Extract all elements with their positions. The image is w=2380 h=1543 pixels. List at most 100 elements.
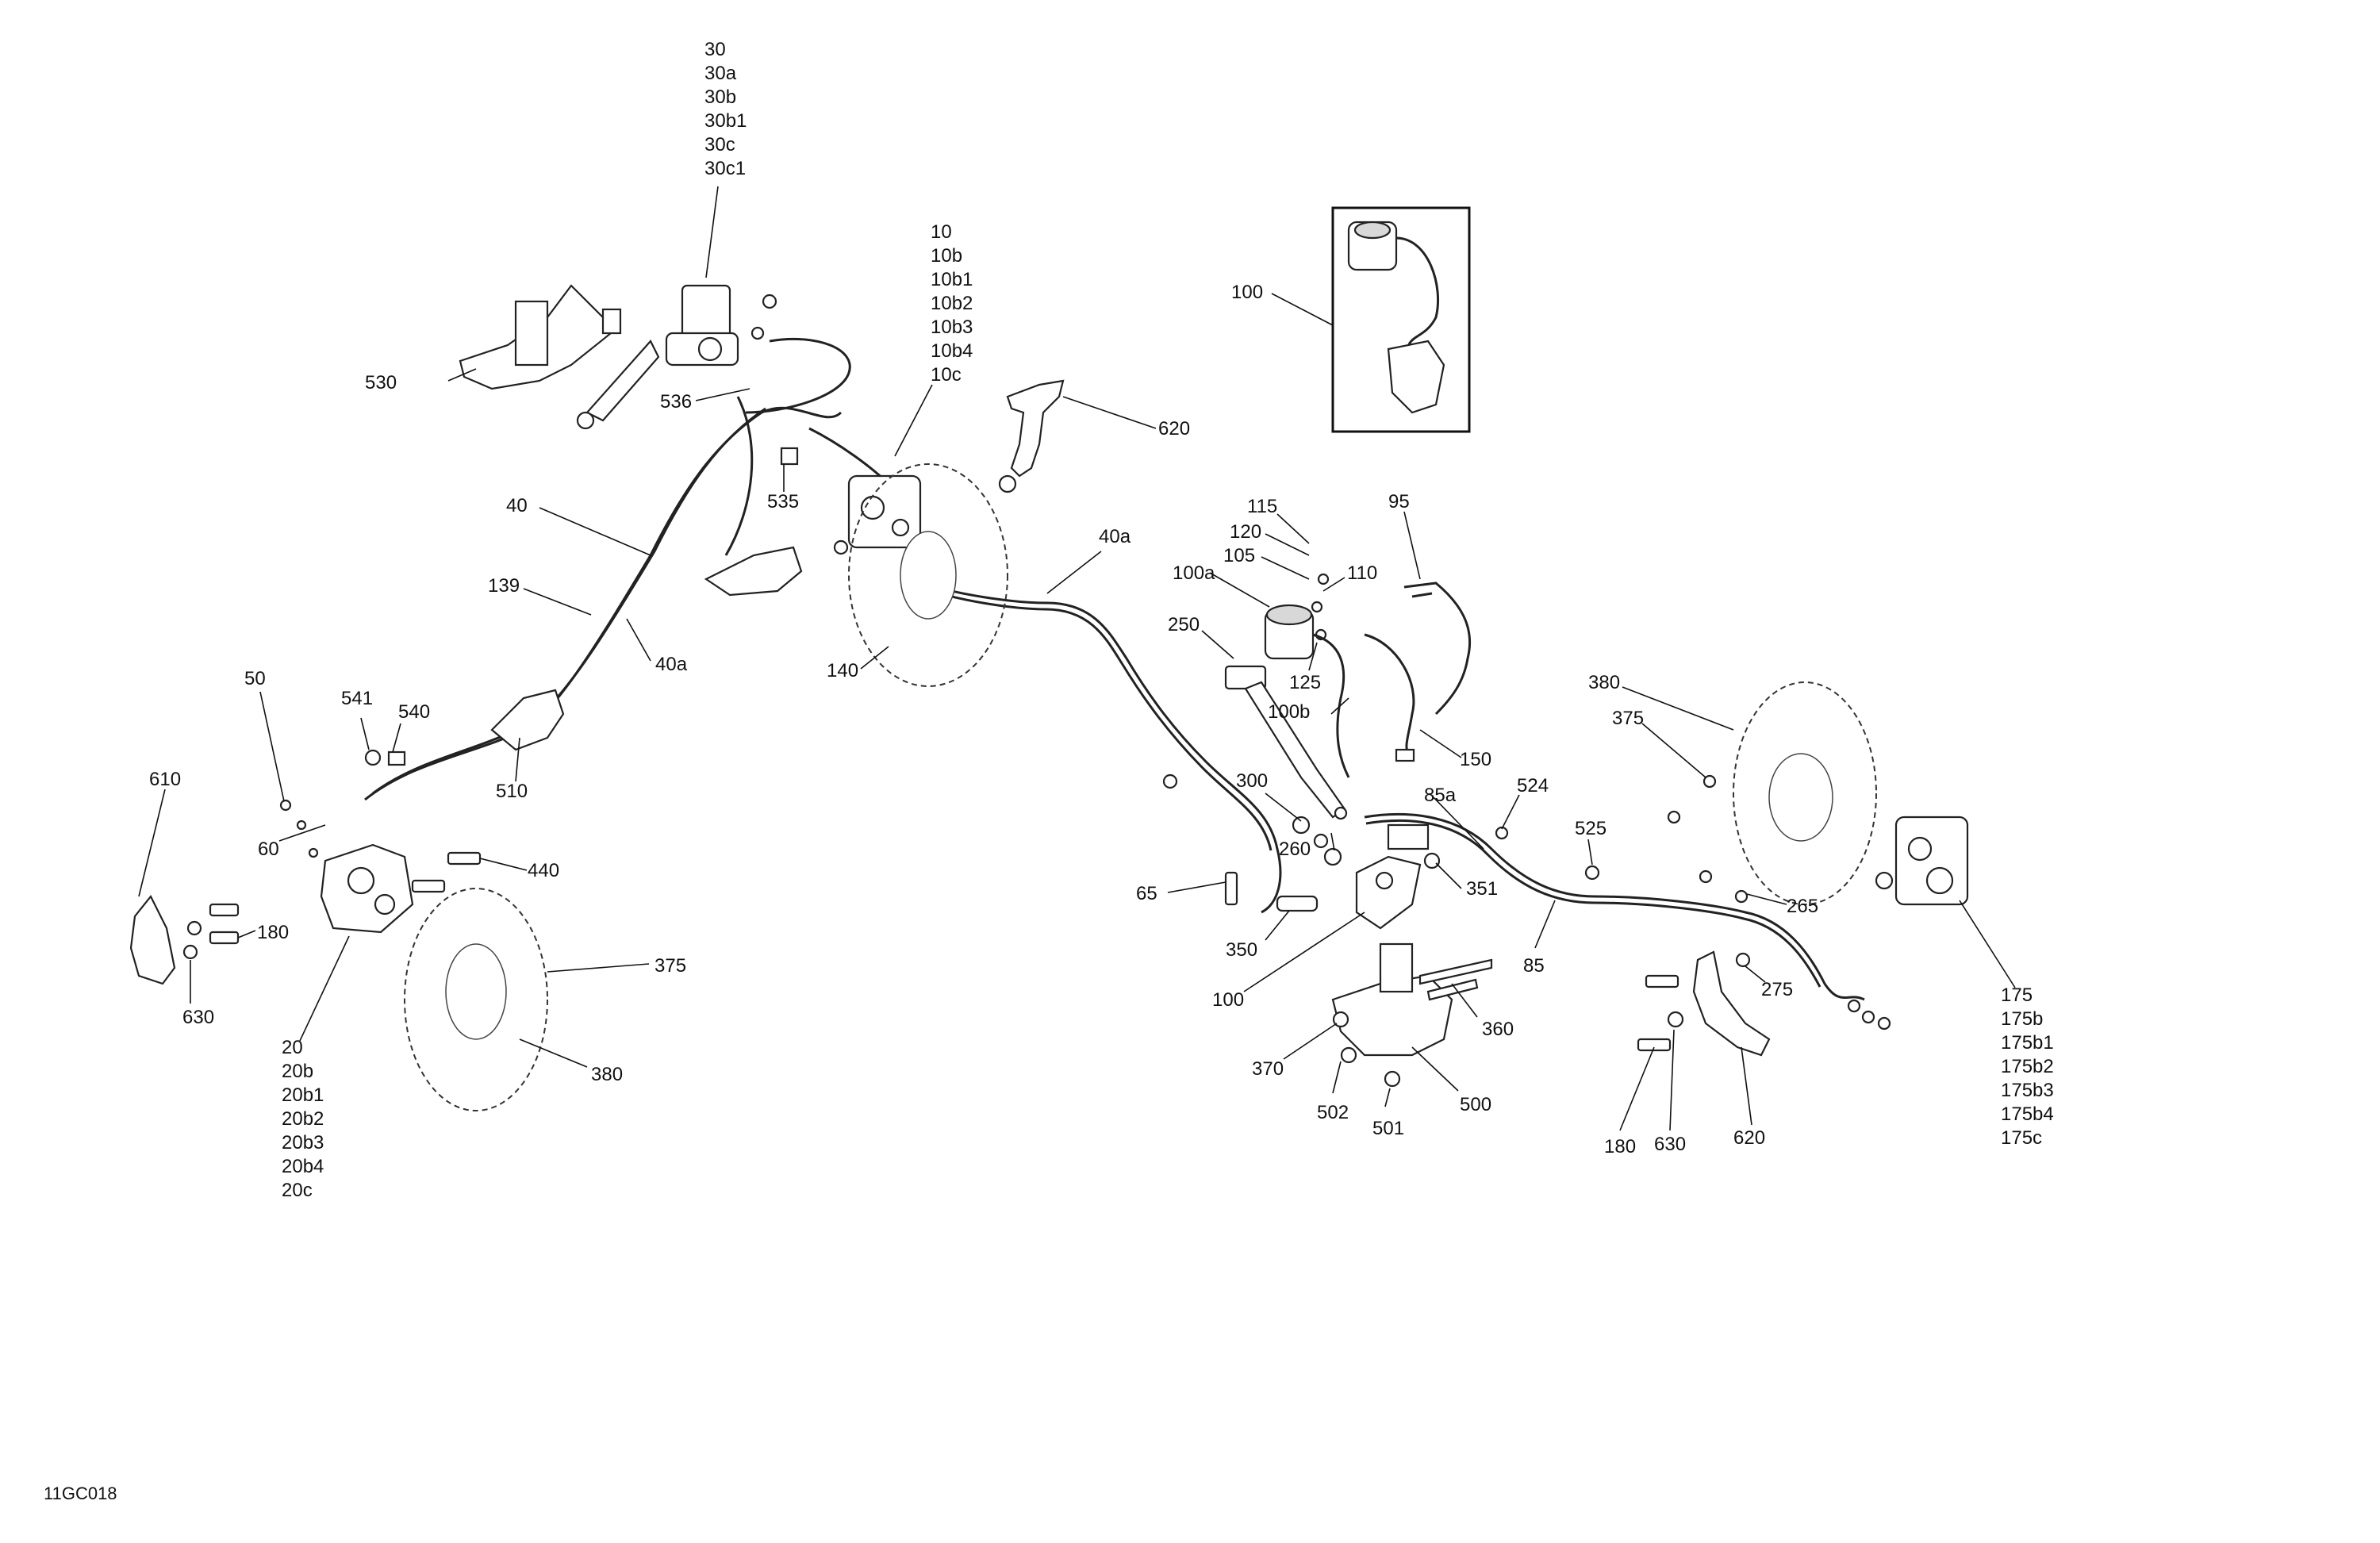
callout-510: 510 (496, 781, 528, 802)
callout-20b1: 20b1 (282, 1084, 324, 1106)
callout-300: 300 (1236, 770, 1268, 792)
callout-10: 10 (931, 221, 952, 243)
callout-260: 260 (1279, 839, 1311, 860)
callout-120: 120 (1230, 521, 1261, 543)
callout-100-top: 100 (1231, 282, 1263, 303)
diagram-code: 11GC018 (44, 1484, 117, 1503)
brake-disc-front-left (404, 888, 548, 1111)
callout-360: 360 (1482, 1019, 1514, 1040)
bracket-500 (1331, 942, 1493, 1088)
callout-100a: 100a (1173, 562, 1215, 584)
callout-541: 541 (341, 688, 373, 709)
callout-30b: 30b (704, 86, 736, 108)
callout-175: 175 (2001, 985, 2033, 1006)
callout-380-right: 380 (1588, 672, 1620, 693)
callout-20: 20 (282, 1037, 303, 1058)
callout-10b3: 10b3 (931, 317, 973, 338)
callout-139: 139 (488, 575, 520, 597)
brake-disc-rear (1733, 681, 1877, 905)
callout-60: 60 (258, 839, 279, 860)
callout-502: 502 (1317, 1102, 1349, 1123)
callout-20b3: 20b3 (282, 1132, 324, 1153)
callout-20b4: 20b4 (282, 1156, 324, 1177)
callout-95: 95 (1388, 491, 1410, 512)
bracket-530 (459, 284, 622, 390)
callout-30b1: 30b1 (704, 110, 747, 132)
small-parts-65-350-260-300-351 (1162, 773, 1441, 912)
caliper-10 (833, 474, 922, 555)
callout-620-right: 620 (1733, 1127, 1765, 1149)
callout-175b4: 175b4 (2001, 1104, 2054, 1125)
bracket-510 (364, 689, 565, 766)
callout-175b1: 175b1 (2001, 1032, 2054, 1054)
callout-30a: 30a (704, 63, 737, 84)
callout-30c: 30c (704, 134, 735, 155)
callout-500: 500 (1460, 1094, 1491, 1115)
callout-30: 30 (704, 39, 726, 60)
callout-10b4: 10b4 (931, 340, 973, 362)
callout-375-right: 375 (1612, 708, 1644, 729)
part-620-top (998, 379, 1065, 493)
callout-530: 530 (365, 372, 397, 393)
callout-175b: 175b (2001, 1008, 2043, 1030)
callout-115: 115 (1247, 496, 1277, 517)
callout-50: 50 (244, 668, 266, 689)
callout-524: 524 (1517, 775, 1549, 796)
callout-440: 440 (528, 860, 559, 881)
bracket-610 (129, 894, 176, 985)
callout-536: 536 (660, 391, 692, 413)
callout-630-right: 630 (1654, 1134, 1686, 1155)
brake-hose-40a (912, 578, 1282, 914)
callout-30c1: 30c1 (704, 158, 746, 179)
reservoir-100a (1264, 573, 1350, 778)
callout-10c: 10c (931, 364, 962, 386)
bolts-180-left (182, 903, 240, 960)
callout-265: 265 (1787, 896, 1818, 917)
callout-350: 350 (1226, 939, 1257, 961)
brake-hose-85 (1364, 812, 1865, 1001)
caliper-20 (279, 799, 414, 934)
bracket-upper-clip (704, 447, 803, 597)
callout-100-mid: 100 (1212, 989, 1244, 1011)
callout-10b1: 10b1 (931, 269, 973, 290)
callout-10b2: 10b2 (931, 293, 973, 314)
callout-20b: 20b (282, 1061, 313, 1082)
callout-40: 40 (506, 495, 528, 516)
callout-535: 535 (767, 491, 799, 512)
pedal-250 (1224, 665, 1346, 819)
callout-150: 150 (1460, 749, 1491, 770)
callout-175c: 175c (2001, 1127, 2042, 1149)
callout-105: 105 (1223, 545, 1255, 566)
master-cylinder-30 (576, 284, 777, 430)
callout-125: 125 (1289, 672, 1321, 693)
bracket-620-rear (1637, 950, 1771, 1057)
callout-175b2: 175b2 (2001, 1056, 2054, 1077)
callout-370: 370 (1252, 1058, 1284, 1080)
caliper-175 (1875, 816, 1969, 906)
callout-20b2: 20b2 (282, 1108, 324, 1130)
brake-disc-front-right (848, 463, 1008, 687)
master-cylinder-100 (1355, 823, 1430, 930)
callout-40a-right: 40a (1099, 526, 1131, 547)
sensor-150 (1364, 633, 1415, 762)
callout-380-left: 380 (591, 1064, 623, 1085)
brake-hose-40 (364, 406, 843, 801)
callout-85: 85 (1523, 955, 1545, 977)
callout-250: 250 (1168, 614, 1200, 635)
callout-10b: 10b (931, 245, 962, 267)
callout-100b: 100b (1268, 701, 1310, 723)
callout-620-top: 620 (1158, 418, 1190, 439)
callout-85a: 85a (1424, 785, 1457, 806)
callout-65: 65 (1136, 883, 1157, 904)
bolts-440 (411, 851, 482, 893)
callout-375-left: 375 (654, 955, 686, 977)
callout-180-left: 180 (257, 922, 289, 943)
callout-110: 110 (1347, 562, 1377, 584)
callout-501: 501 (1372, 1118, 1404, 1139)
callout-351: 351 (1466, 878, 1498, 900)
hose-95 (1403, 582, 1472, 716)
rear-small-parts (1495, 774, 1891, 1031)
callout-630-left: 630 (182, 1007, 214, 1028)
inset-box-100 (1331, 206, 1471, 433)
